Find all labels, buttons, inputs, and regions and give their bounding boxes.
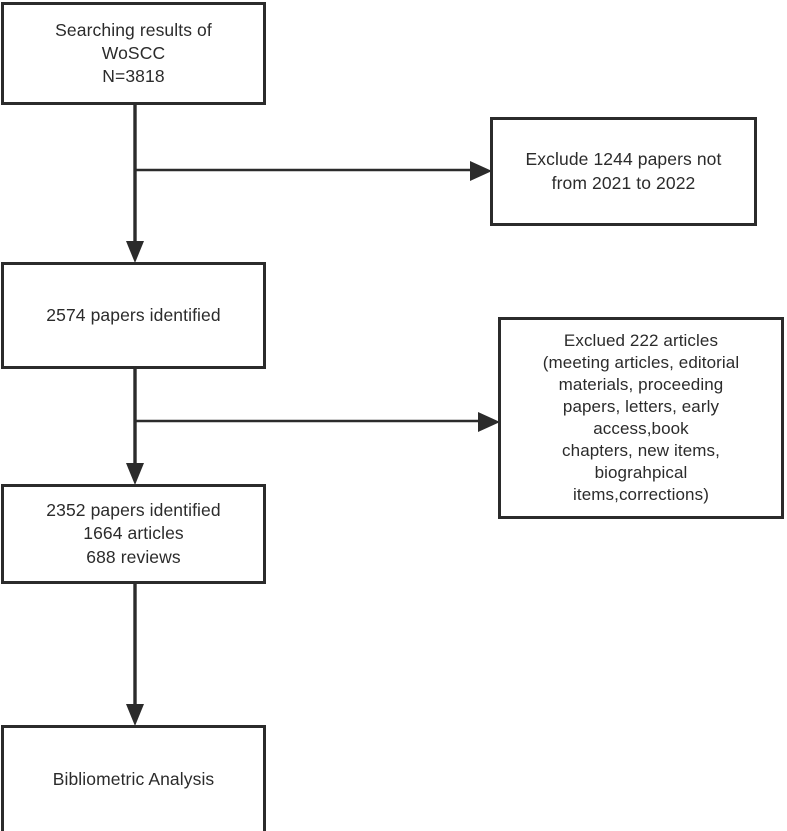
node-exclude-not-2021-2022-label: Exclude 1244 papers not from 2021 to 202…: [525, 149, 722, 193]
node-2574-papers-identified-label: 2574 papers identified: [46, 304, 221, 325]
node-searching-results-woscc: Searching results of WoSCC N=3818: [1, 2, 266, 105]
edge-identified1-to-identified2: [126, 369, 144, 485]
node-exclued-222-articles: Exclued 222 articles (meeting articles, …: [498, 317, 784, 519]
node-exclude-not-2021-2022: Exclude 1244 papers not from 2021 to 202…: [490, 117, 757, 226]
node-2574-papers-identified: 2574 papers identified: [1, 262, 266, 369]
node-2352-papers-identified-label: 2352 papers identified 1664 articles 688…: [46, 500, 221, 567]
edge-identified2-to-analysis: [126, 584, 144, 726]
node-bibliometric-analysis-label: Bibliometric Analysis: [52, 769, 215, 790]
edge-source-to-identified1: [126, 105, 144, 263]
node-bibliometric-analysis: Bibliometric Analysis: [1, 725, 266, 831]
node-searching-results-woscc-label: Searching results of WoSCC N=3818: [55, 19, 212, 87]
node-exclued-222-articles-label: Exclued 222 articles (meeting articles, …: [542, 330, 740, 505]
edge-branch-excluded-type: [135, 412, 500, 432]
edge-branch-excluded-year: [135, 161, 492, 181]
node-2352-papers-identified: 2352 papers identified 1664 articles 688…: [1, 484, 266, 584]
